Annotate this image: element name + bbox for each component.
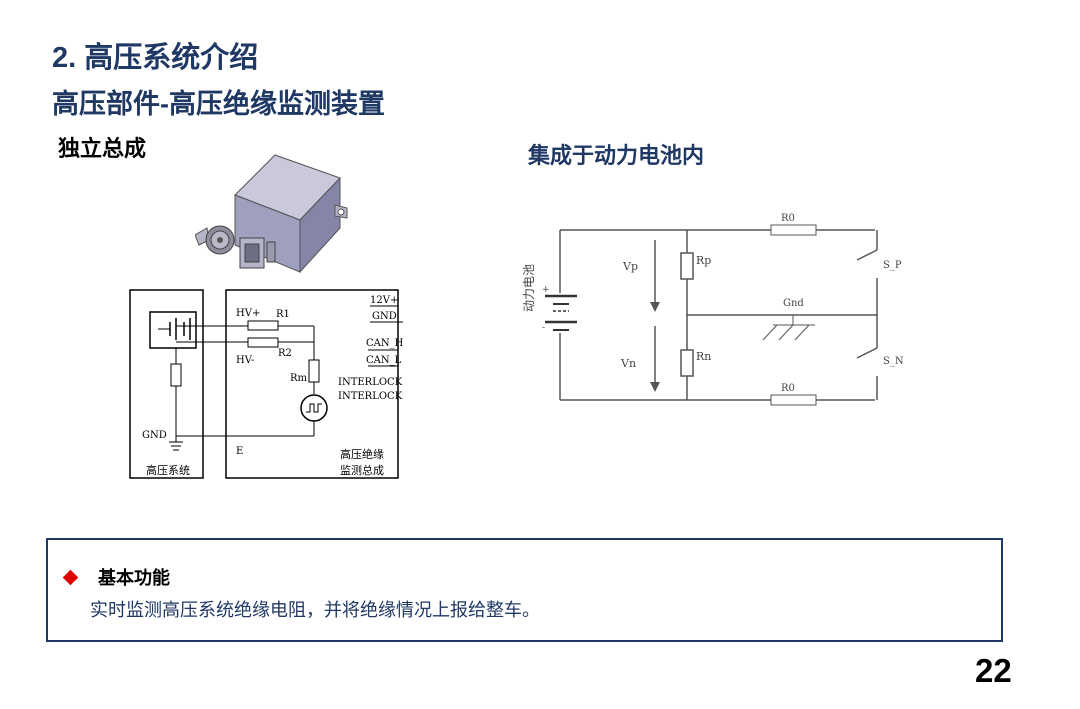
hv-system-box bbox=[129, 289, 204, 479]
battery-minus-label: - bbox=[542, 323, 545, 333]
pin-interlock2-label: INTERLOCK2 bbox=[338, 391, 403, 402]
gnd-left-label: GND bbox=[142, 430, 167, 441]
switch-sn-label: S_N bbox=[883, 356, 904, 367]
pin-12v-label: 12V+ bbox=[370, 295, 398, 306]
hv-system-label: 高压系统 bbox=[146, 463, 190, 477]
switch-sp-label: S_P bbox=[883, 260, 902, 271]
rn-label: Rn bbox=[696, 350, 711, 363]
module-label-line2: 监测总成 bbox=[340, 463, 384, 477]
battery-label: 动力电池 bbox=[522, 264, 536, 312]
page-number: 22 bbox=[975, 652, 1012, 689]
r1-label: R1 bbox=[276, 309, 290, 320]
basic-function-title: 基本功能 bbox=[98, 568, 170, 588]
hv-battery-box bbox=[149, 311, 197, 349]
page-title: 2. 高压系统介绍 bbox=[52, 42, 259, 74]
module-label-line1: 高压绝缘 bbox=[340, 447, 384, 461]
pin-interlock1-label: INTERLOCK1 bbox=[338, 377, 403, 388]
r0-top-label: R0 bbox=[781, 213, 795, 224]
hv-plus-label: HV+ bbox=[236, 308, 260, 319]
basic-function-box: 基本功能 实时监测高压系统绝缘电阻，并将绝缘情况上报给整车。 bbox=[46, 538, 1003, 642]
pin-gnd-label: GND bbox=[372, 311, 397, 322]
basic-function-heading: 基本功能 bbox=[62, 564, 170, 590]
integrated-in-battery-label: 集成于动力电池内 bbox=[528, 143, 705, 168]
integrated-schematic: 动力电池 + - Vp Vn Rp Rn R0 R0 Gnd S_P S_N bbox=[522, 213, 904, 406]
r2-label: R2 bbox=[278, 348, 292, 359]
e-label: E bbox=[236, 446, 243, 457]
rm-label: Rm bbox=[290, 373, 308, 384]
page-subtitle: 高压部件-高压绝缘监测装置 bbox=[52, 89, 385, 119]
gnd-right-label: Gnd bbox=[783, 298, 804, 309]
vn-label: Vn bbox=[620, 357, 636, 370]
pin-can-h-label: CAN_H bbox=[366, 338, 403, 349]
basic-function-description: 实时监测高压系统绝缘电阻，并将绝缘情况上报给整车。 bbox=[90, 600, 540, 620]
standalone-assembly-label: 独立总成 bbox=[58, 136, 147, 161]
battery-plus-label: + bbox=[542, 285, 550, 295]
standalone-schematic: HV+ HV- R1 R2 Rm GND E 高压系统 12V+ GND CAN… bbox=[129, 289, 403, 479]
insulation-monitor-device-image bbox=[195, 154, 348, 274]
rp-label: Rp bbox=[696, 254, 711, 267]
monitor-module-box bbox=[225, 289, 399, 479]
diamond-bullet-icon bbox=[62, 569, 79, 585]
hv-minus-label: HV- bbox=[236, 355, 254, 366]
vp-label: Vp bbox=[622, 260, 638, 273]
r0-bottom-label: R0 bbox=[781, 383, 795, 394]
pin-can-l-label: CAN_L bbox=[366, 355, 402, 366]
